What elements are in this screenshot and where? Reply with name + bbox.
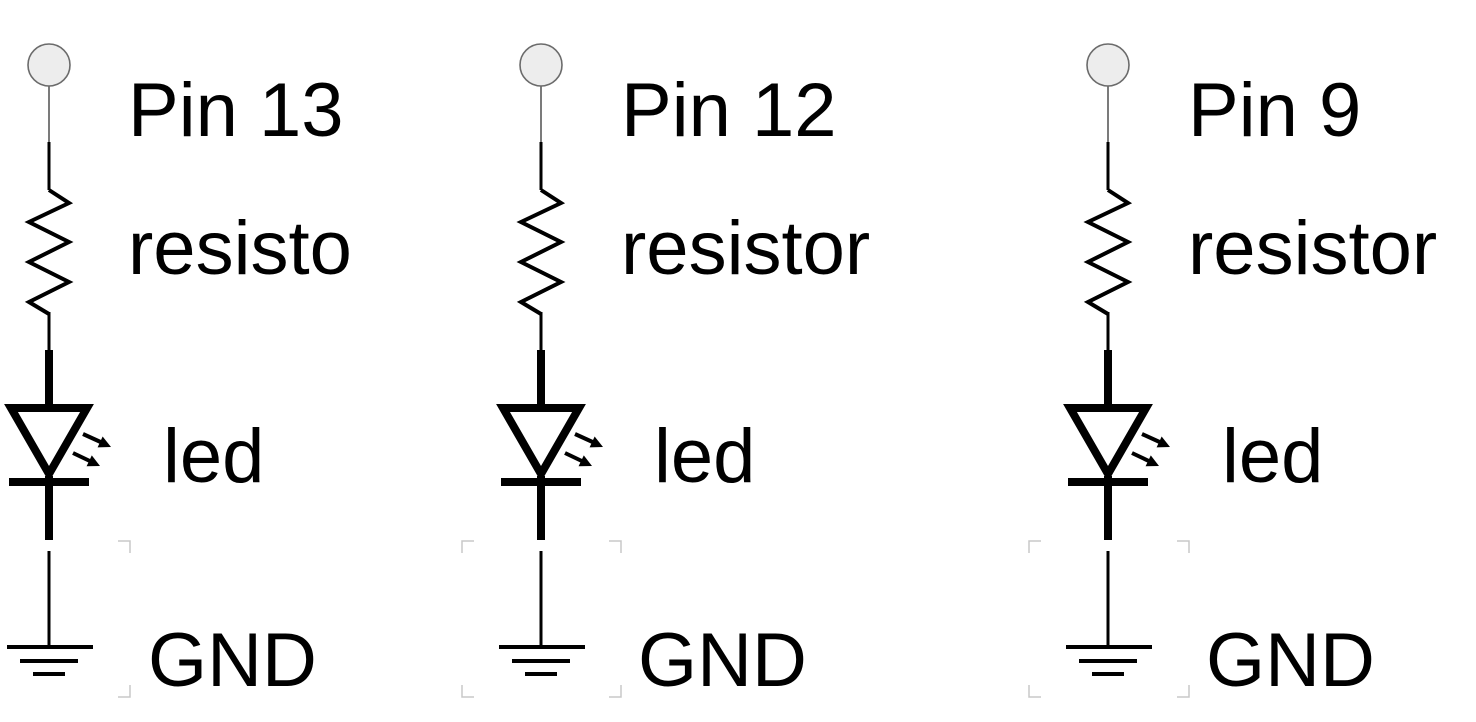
ground-label: GND [1206,618,1375,703]
resistor-label: resistor [1188,206,1437,291]
corner-bottom-right [1177,685,1190,698]
led-label: led [654,414,755,499]
led-triangle-icon [4,404,94,483]
led-triangle-icon [1063,404,1153,483]
pin-label: Pin 9 [1188,68,1361,153]
pin-label: Pin 13 [128,68,344,153]
resistor-icon [1083,188,1133,316]
corner-top-right [609,540,622,553]
light-arrow-head-icon [1156,436,1170,448]
selection-corner-marks [118,540,131,698]
light-arrow-head-icon [578,455,592,467]
led-label: led [1222,414,1323,499]
pin-terminal-icon [1086,43,1130,87]
led-triangle-icon [496,404,586,483]
resistor-icon [24,188,74,316]
circuit-pin12: Pin 12 resistor led GND [461,43,870,703]
circuit-pin9-components [1028,43,1190,698]
light-arrow-head-icon [1145,455,1159,467]
led-label: led [163,414,264,499]
light-arrow-head-icon [589,436,603,448]
light-arrow-head-icon [86,455,100,467]
pin-label: Pin 12 [621,68,837,153]
circuit-pin12-components [461,43,622,698]
corner-top-left [1028,540,1041,553]
circuit-pin13-components [4,43,131,698]
selection-corner-marks [461,540,622,698]
resistor-label: resistor [621,206,870,291]
ground-label: GND [638,618,807,703]
corner-top-left [461,540,474,553]
corner-bottom-right [118,685,131,698]
resistor-icon [516,188,566,316]
selection-corner-marks [1028,540,1190,698]
light-arrow-head-icon [97,436,111,448]
corner-bottom-left [461,685,474,698]
circuit-pin9: Pin 9 resistor led GND [1028,43,1437,703]
corner-bottom-right [609,685,622,698]
circuit-pin13: Pin 13 resisto led GND [4,43,352,703]
pin-terminal-icon [519,43,563,87]
corner-top-right [118,540,131,553]
pin-terminal-icon [27,43,71,87]
ground-label: GND [148,618,317,703]
corner-top-right [1177,540,1190,553]
resistor-label: resisto [128,206,352,291]
corner-bottom-left [1028,685,1041,698]
